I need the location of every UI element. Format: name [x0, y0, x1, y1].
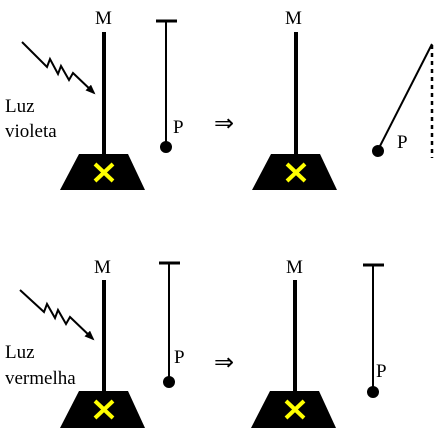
cross-mark-icon [285, 162, 307, 183]
light-ray-arrow-icon [19, 289, 95, 341]
pendulum-ball [163, 376, 175, 388]
base-stand [60, 154, 145, 190]
light-ray-arrow-icon [21, 41, 96, 95]
base-stand [60, 391, 145, 428]
light-label-line1: Luz [5, 342, 35, 363]
transition-arrow-icon: ⇒ [214, 109, 234, 137]
base-stand [251, 391, 336, 428]
pendulum-label-p: P [174, 347, 185, 368]
pendulum-label-p: P [173, 117, 184, 138]
cross-mark-icon [284, 399, 306, 420]
top-row: M Luz violeta P ⇒ M P [5, 8, 434, 190]
plate-label-m: M [286, 257, 303, 278]
bottom-row: M Luz vermelha P ⇒ M P [5, 257, 387, 428]
plate-label-m: M [285, 8, 302, 29]
cross-mark-icon [93, 162, 115, 183]
light-label-line2: violeta [5, 121, 57, 142]
transition-arrow-icon: ⇒ [214, 348, 234, 376]
pendulum-label-p: P [376, 361, 387, 382]
light-label-line1: Luz [5, 96, 35, 117]
cross-mark-icon [93, 399, 115, 420]
deflected-pendulum-string [378, 43, 433, 149]
pendulum-label-p: P [397, 132, 408, 153]
base-stand [252, 154, 337, 190]
light-label-line2: vermelha [5, 368, 76, 389]
plate-label-m: M [94, 257, 111, 278]
pendulum-ball [367, 386, 379, 398]
plate-label-m: M [95, 8, 112, 29]
pendulum-ball [372, 145, 384, 157]
pendulum-ball [160, 141, 172, 153]
